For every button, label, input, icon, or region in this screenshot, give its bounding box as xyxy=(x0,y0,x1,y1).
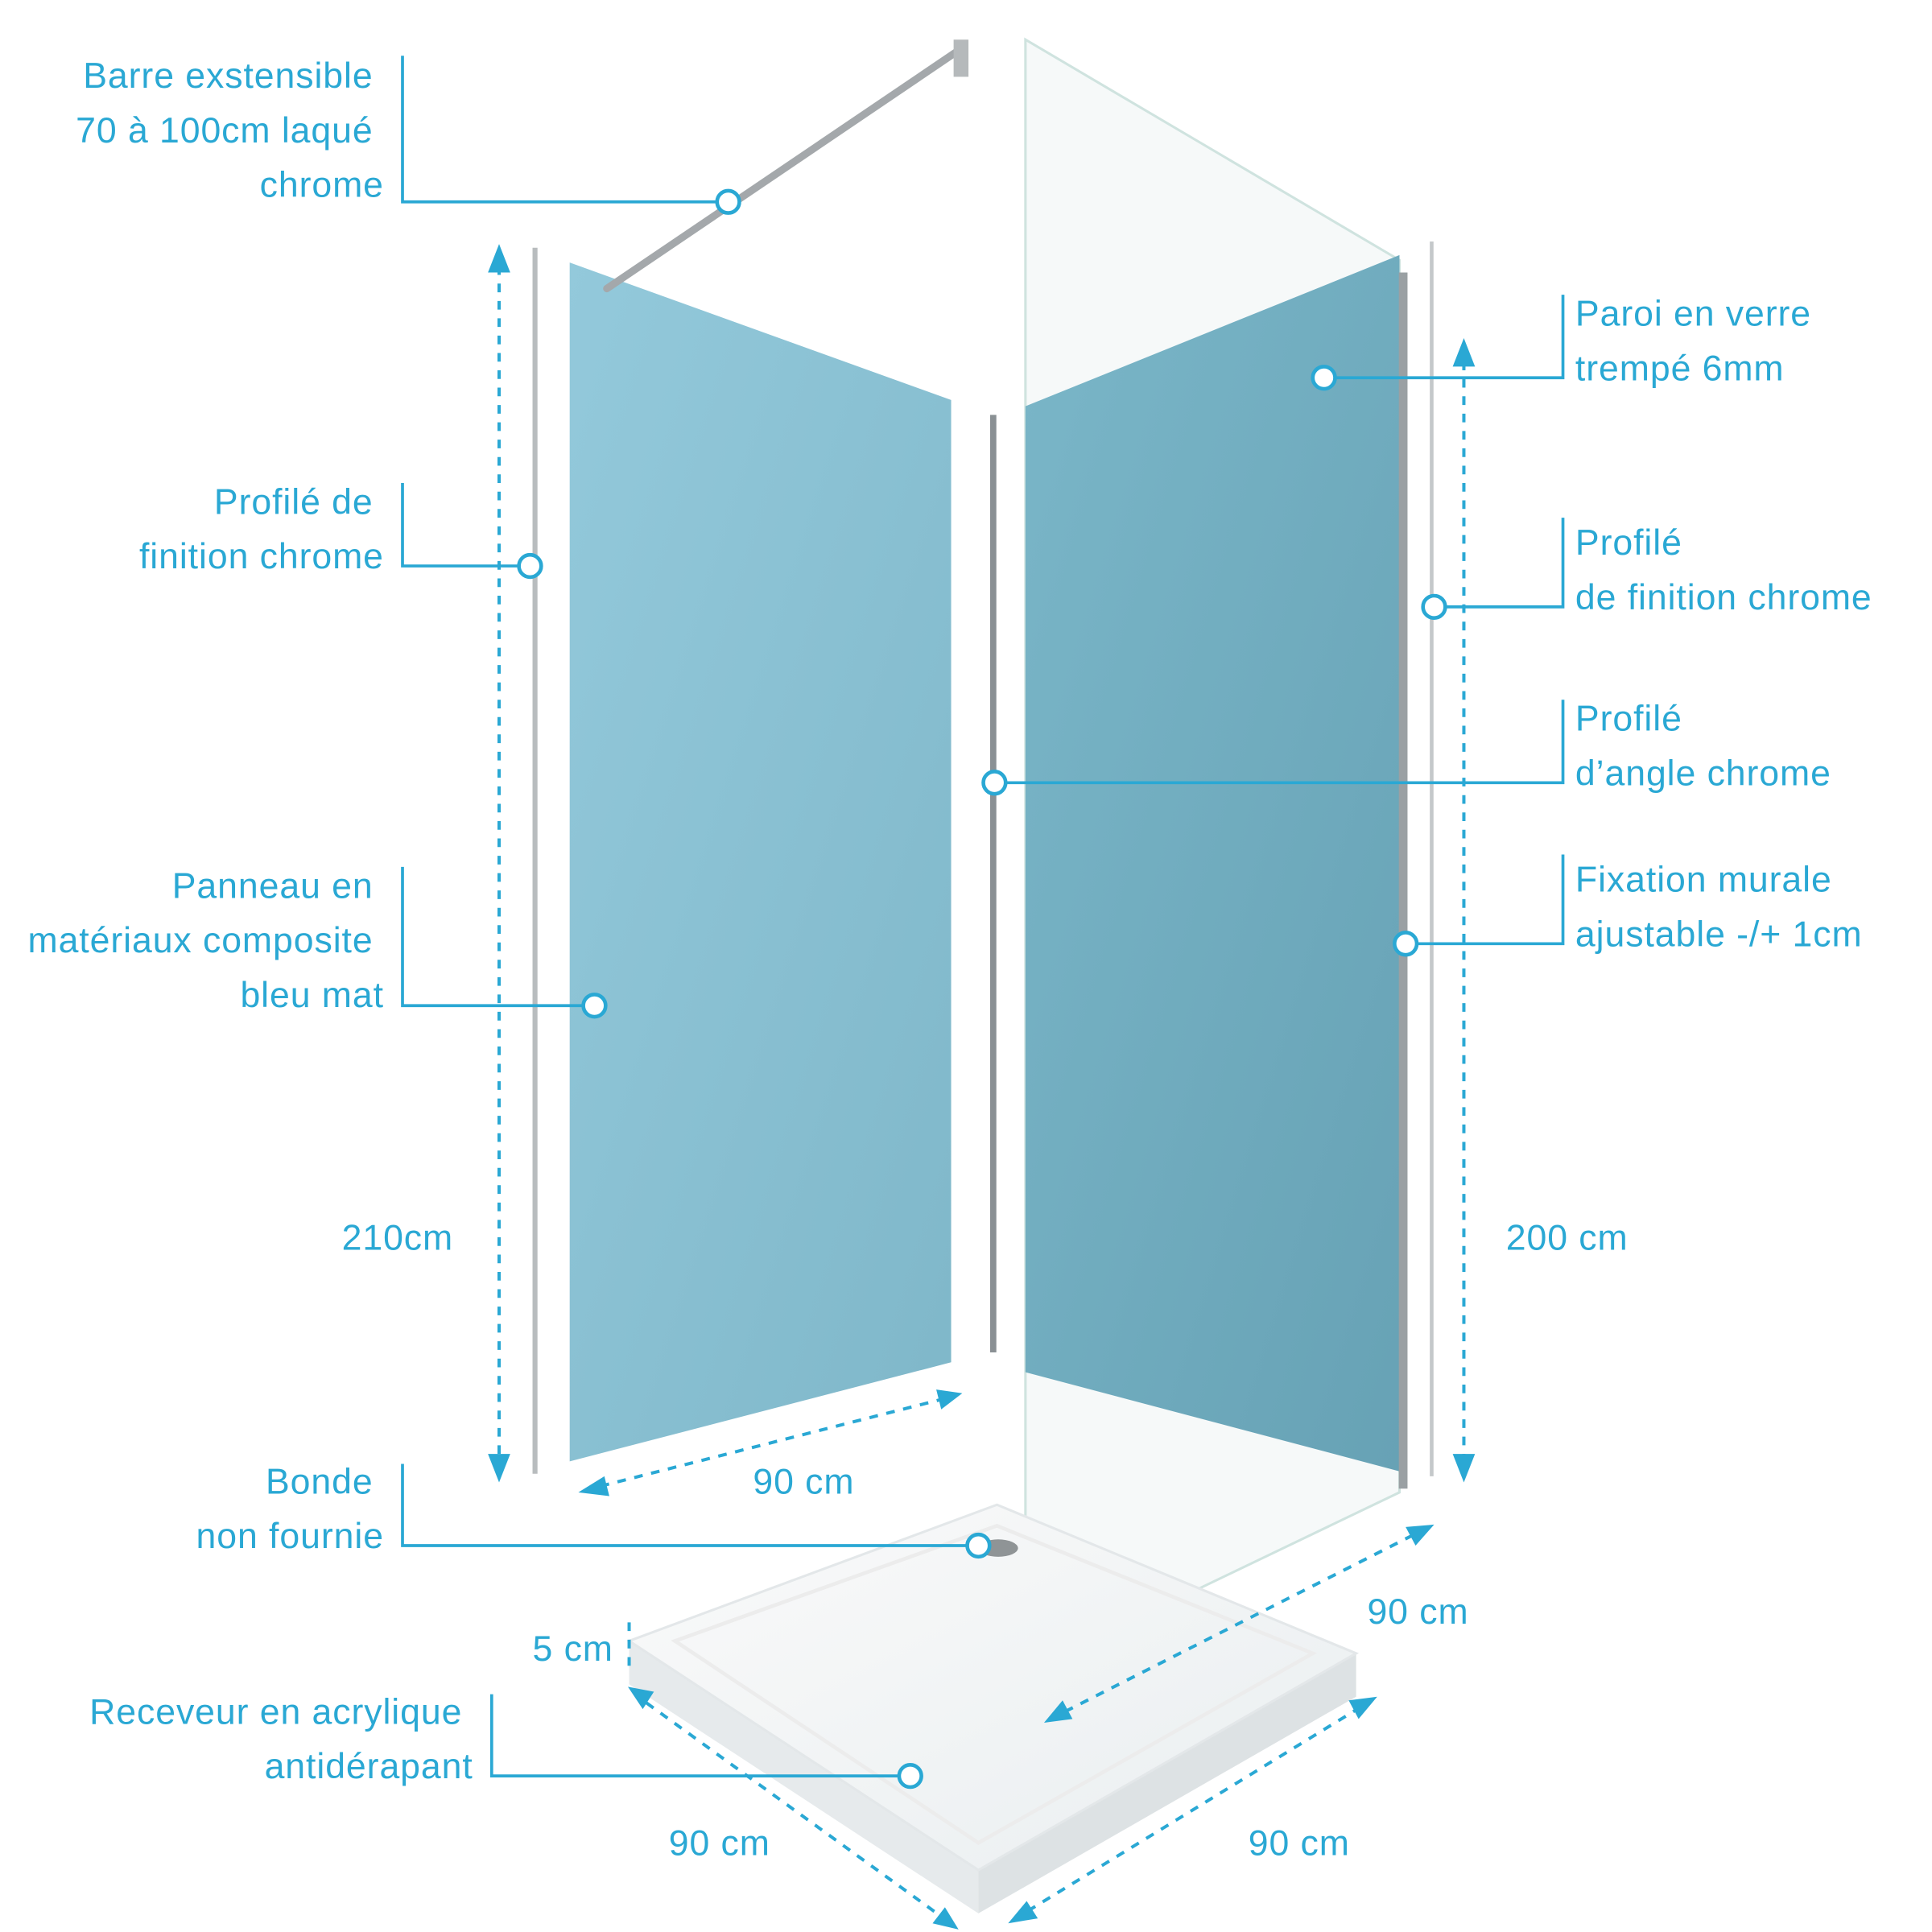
dimension-arrows xyxy=(488,244,1476,1930)
callout-wall-fixation: Fixation murale ajustable -/+ 1cm xyxy=(1575,861,1863,955)
left-blue-panel xyxy=(569,262,952,1462)
dim-left-height: 210cm xyxy=(342,1218,454,1257)
dim-tray-left: 90 cm xyxy=(669,1824,770,1864)
leader-lines xyxy=(401,56,1565,1790)
bar-bracket xyxy=(953,39,969,77)
callout-right-profile: Profilé de finition chrome xyxy=(1575,523,1872,617)
right-blue-panel xyxy=(1025,254,1400,1472)
callout-glass: Paroi en verre trempé 6mm xyxy=(1575,295,1822,389)
callout-drain: Bonde non fournie xyxy=(196,1462,384,1556)
callout-panel: Panneau en matériaux composite bleu mat xyxy=(27,866,383,1014)
dim-tray-height: 5 cm xyxy=(533,1629,613,1669)
dim-panel-width: 90 cm xyxy=(753,1462,854,1501)
callout-left-profile: Profilé de finition chrome xyxy=(139,482,384,576)
dim-tray-right: 90 cm xyxy=(1249,1824,1350,1864)
callout-bar: Barre exstensible 70 à 100cm laqué chrom… xyxy=(76,56,384,204)
dim-right-height: 200 cm xyxy=(1506,1218,1629,1257)
shower-tray-front-right xyxy=(978,1653,1356,1913)
extensible-bar xyxy=(603,43,968,293)
dim-glass-width: 90 cm xyxy=(1367,1592,1468,1632)
callout-corner-profile: Profilé d’angle chrome xyxy=(1575,700,1831,794)
callout-tray: Receveur en acrylique antidérapant xyxy=(89,1693,473,1787)
